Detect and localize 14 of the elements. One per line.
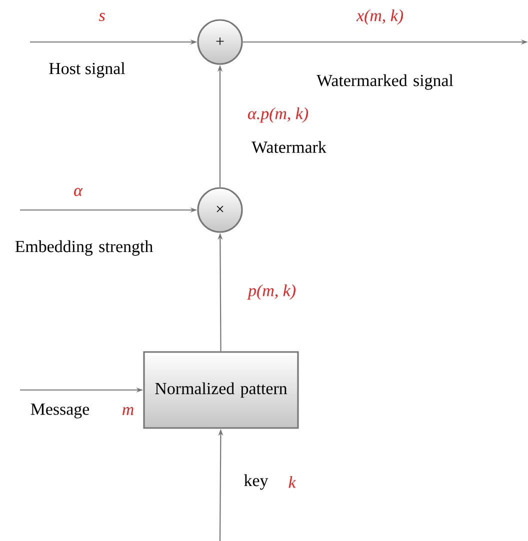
text-label: Embedding strength [15, 240, 153, 256]
edge-label: s [98, 12, 105, 22]
edge-label: m [122, 407, 134, 415]
edge-label: α.p(m, k) [248, 107, 308, 123]
edge-label: x(m, k) [356, 9, 403, 25]
process-box: Normalized pattern [143, 351, 299, 429]
text-label: Watermarked signal [316, 74, 454, 90]
edge-label: k [288, 476, 296, 488]
text-label: key [244, 474, 268, 490]
text-label: Host signal [49, 62, 125, 78]
text-label: Message [30, 404, 90, 418]
edge-label: α [74, 188, 83, 196]
text-label: Watermark [252, 141, 326, 153]
edge-label: p(m, k) [247, 284, 296, 300]
